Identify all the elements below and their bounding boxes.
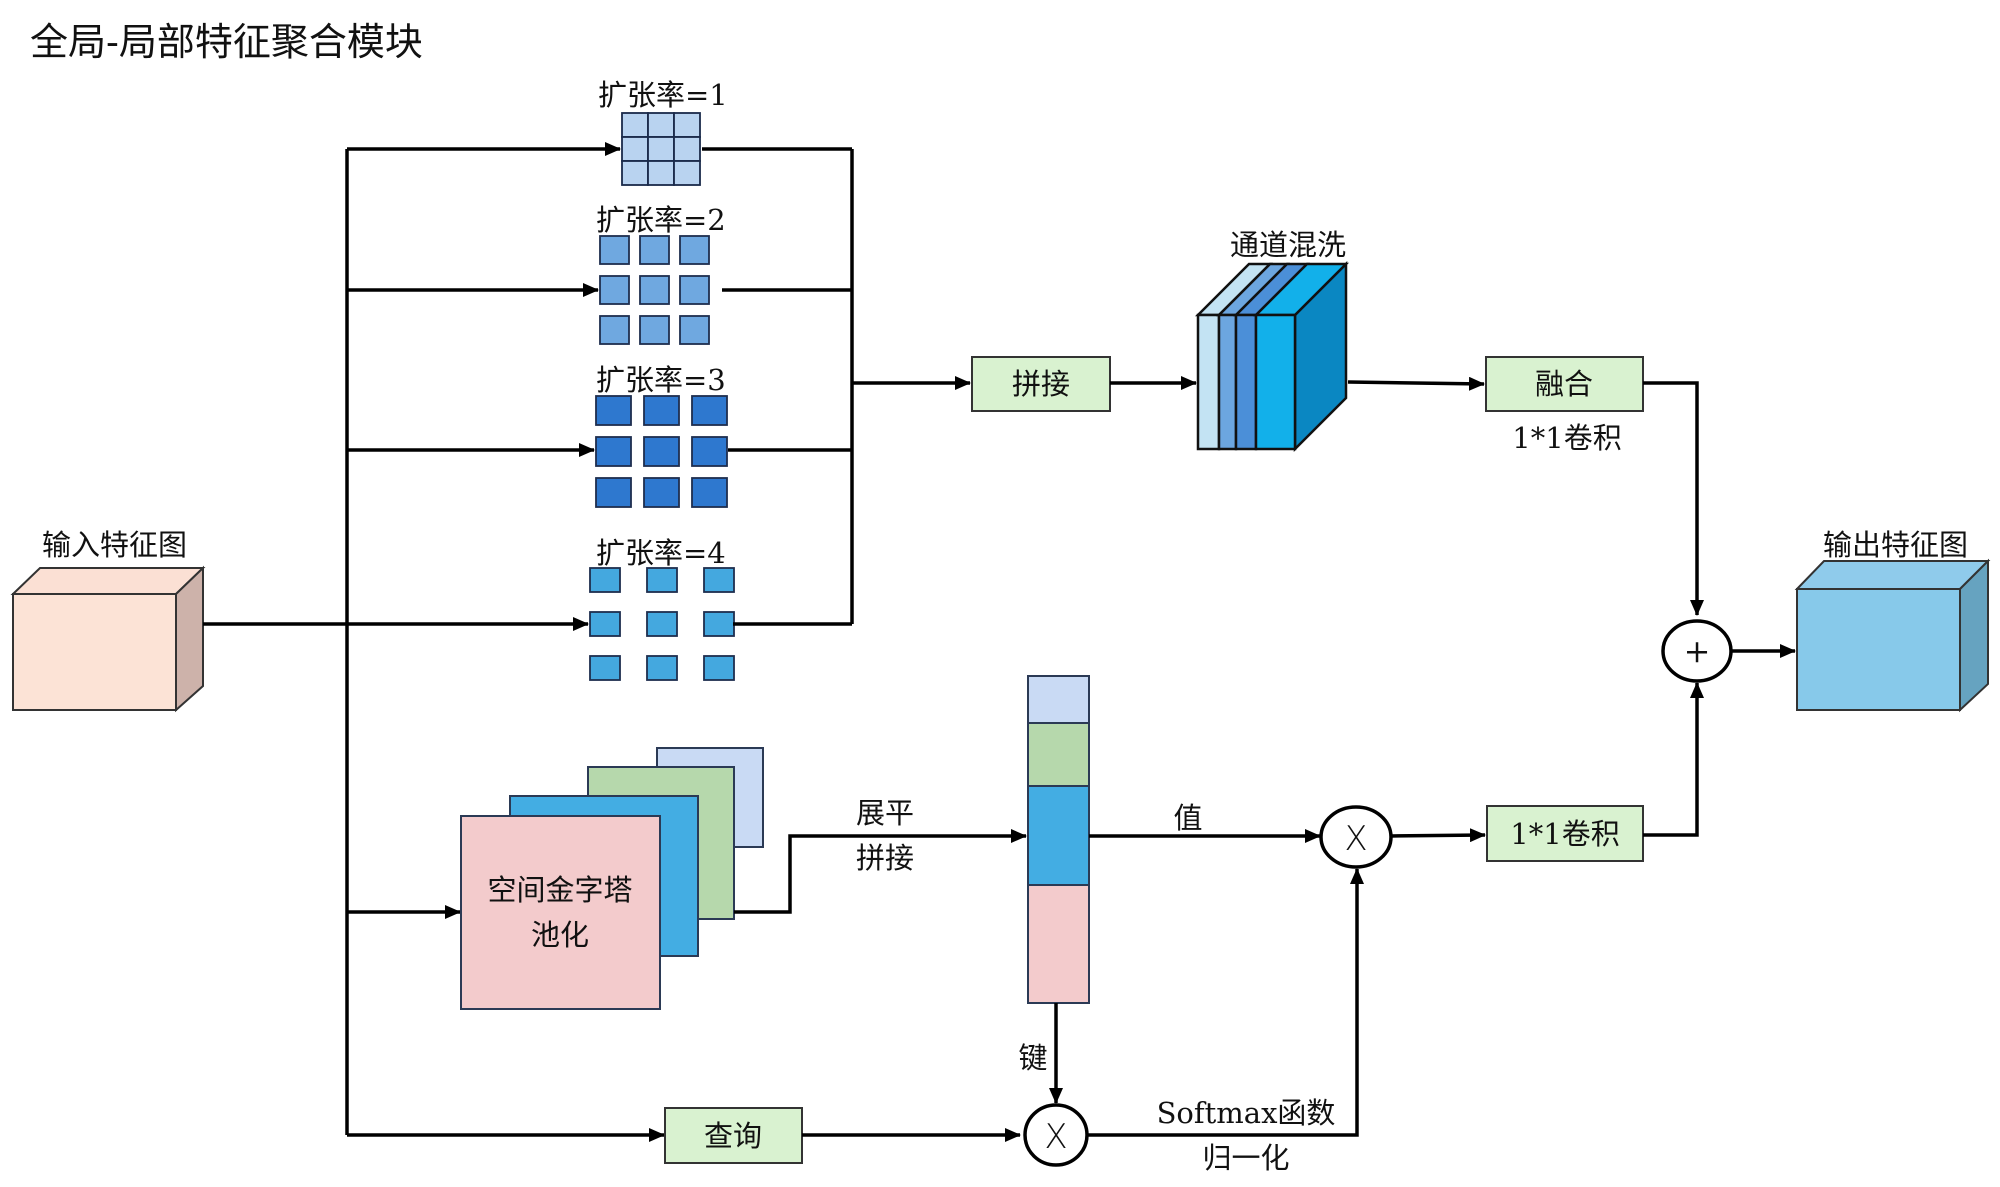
kernel-cell	[679, 315, 710, 345]
kernel-cell	[673, 112, 701, 138]
spatial-pyramid-pooling	[460, 747, 764, 1010]
kernel-cell	[595, 436, 632, 467]
kernel-cell	[646, 567, 678, 593]
channel-shuffle-block: 通道混洗	[1194, 228, 1350, 453]
vector-segment	[1027, 722, 1090, 787]
input-feature-map-label: 输入特征图	[42, 528, 187, 562]
flatten-label-line2: 拼接	[856, 841, 914, 875]
output-feature-map: 输出特征图	[1794, 528, 1991, 713]
dilation-rate-3-label: 扩张率=3	[596, 363, 726, 397]
arrow-fuse-to-plus	[1643, 381, 1704, 616]
arrow-conv-to-plus	[1643, 682, 1704, 837]
kernel-cell	[621, 136, 649, 162]
arrow-to-fuse	[1347, 376, 1485, 391]
flatten-label-line1: 展平	[856, 796, 914, 830]
kernel-cell	[646, 611, 678, 637]
kernel-cell	[639, 275, 670, 305]
flattened-vector	[1027, 675, 1090, 1004]
spp-label-line2: 池化	[531, 918, 589, 952]
kernel-cell	[703, 611, 735, 637]
shuffle-layer	[1234, 313, 1258, 451]
kernel-cell	[691, 477, 728, 508]
arrow-to-conv	[1390, 828, 1486, 843]
spp-label-line1: 空间金字塔	[487, 873, 632, 907]
input-feature-map: 输入特征图	[10, 528, 206, 713]
kernel-cell	[647, 136, 675, 162]
kernel-cell	[643, 477, 680, 508]
dilation-rate-2-kernel: 扩张率=2	[596, 203, 726, 345]
diagram-title: 全局-局部特征聚合模块	[30, 20, 423, 64]
spp-layer	[460, 815, 661, 1010]
kernel-cell	[599, 315, 630, 345]
kernel-cell	[643, 436, 680, 467]
kernel-cell	[673, 160, 701, 186]
shuffle-layer	[1254, 313, 1297, 451]
kernel-cell	[599, 235, 630, 265]
kernel-cell	[647, 112, 675, 138]
multiply-symbol: X	[1344, 819, 1367, 859]
add-symbol: +	[1684, 632, 1711, 670]
channel-shuffle-label: 通道混洗	[1230, 228, 1346, 262]
shuffle-layer	[1196, 313, 1221, 451]
dilation-rate-1-label: 扩张率=1	[598, 78, 728, 112]
softmax-label-line1: Softmax函数	[1157, 1096, 1336, 1130]
multiply-operator-key-query: X	[1023, 1103, 1089, 1167]
kernel-cell	[703, 655, 735, 681]
kernel-cell	[691, 395, 728, 426]
dilation-rate-3-kernel: 扩张率=3	[595, 363, 728, 508]
arrow-softmax-to-mult	[1087, 868, 1364, 1137]
vector-segment	[1027, 675, 1090, 724]
kernel-cell	[646, 655, 678, 681]
kernel-cell	[703, 567, 735, 593]
kernel-cell	[595, 477, 632, 508]
key-label: 键	[1018, 1041, 1047, 1075]
value-label: 值	[1173, 801, 1202, 835]
multiply-symbol: X	[1044, 1117, 1067, 1157]
dilation-rate-1-kernel: 扩张率=1	[598, 78, 728, 186]
trunk-connectors	[203, 142, 665, 1142]
concat-box: 拼接	[971, 356, 1111, 412]
kernel-cell	[679, 275, 710, 305]
kernel-cell	[643, 395, 680, 426]
arrow-spp-to-vector	[734, 829, 1027, 914]
conv1x1-box: 1*1卷积	[1486, 805, 1644, 862]
kernel-cell	[679, 235, 710, 265]
output-feature-map-label: 输出特征图	[1823, 528, 1968, 562]
multiply-operator-value: X	[1319, 805, 1393, 869]
query-label: 查询	[704, 1119, 762, 1153]
kernel-cell	[647, 160, 675, 186]
kernel-cell	[589, 567, 621, 593]
dilation-rate-4-label: 扩张率=4	[596, 536, 726, 570]
vector-segment	[1027, 785, 1090, 886]
softmax-label-line2: 归一化	[1202, 1141, 1289, 1175]
dilation-rate-2-label: 扩张率=2	[596, 203, 726, 237]
kernel-cell	[589, 611, 621, 637]
query-box: 查询	[664, 1107, 803, 1164]
kernel-cell	[639, 235, 670, 265]
kernel-cell	[621, 112, 649, 138]
kernel-cell	[691, 436, 728, 467]
branch-collector	[702, 147, 971, 626]
vector-segment	[1027, 884, 1090, 1004]
kernel-cell	[595, 395, 632, 426]
kernel-cell	[599, 275, 630, 305]
kernel-cell	[673, 136, 701, 162]
kernel-cell	[621, 160, 649, 186]
kernel-cell	[639, 315, 670, 345]
add-operator: +	[1661, 619, 1733, 683]
fuse-caption: 1*1卷积	[1512, 421, 1621, 455]
kernel-cell	[589, 655, 621, 681]
conv1x1-label: 1*1卷积	[1510, 817, 1619, 851]
dilation-rate-4-kernel: 扩张率=4	[589, 536, 735, 681]
concat-label: 拼接	[1012, 367, 1070, 401]
shuffle-layer	[1217, 313, 1238, 451]
fuse-label: 融合	[1535, 367, 1593, 401]
fuse-box: 融合 1*1卷积	[1485, 356, 1644, 455]
